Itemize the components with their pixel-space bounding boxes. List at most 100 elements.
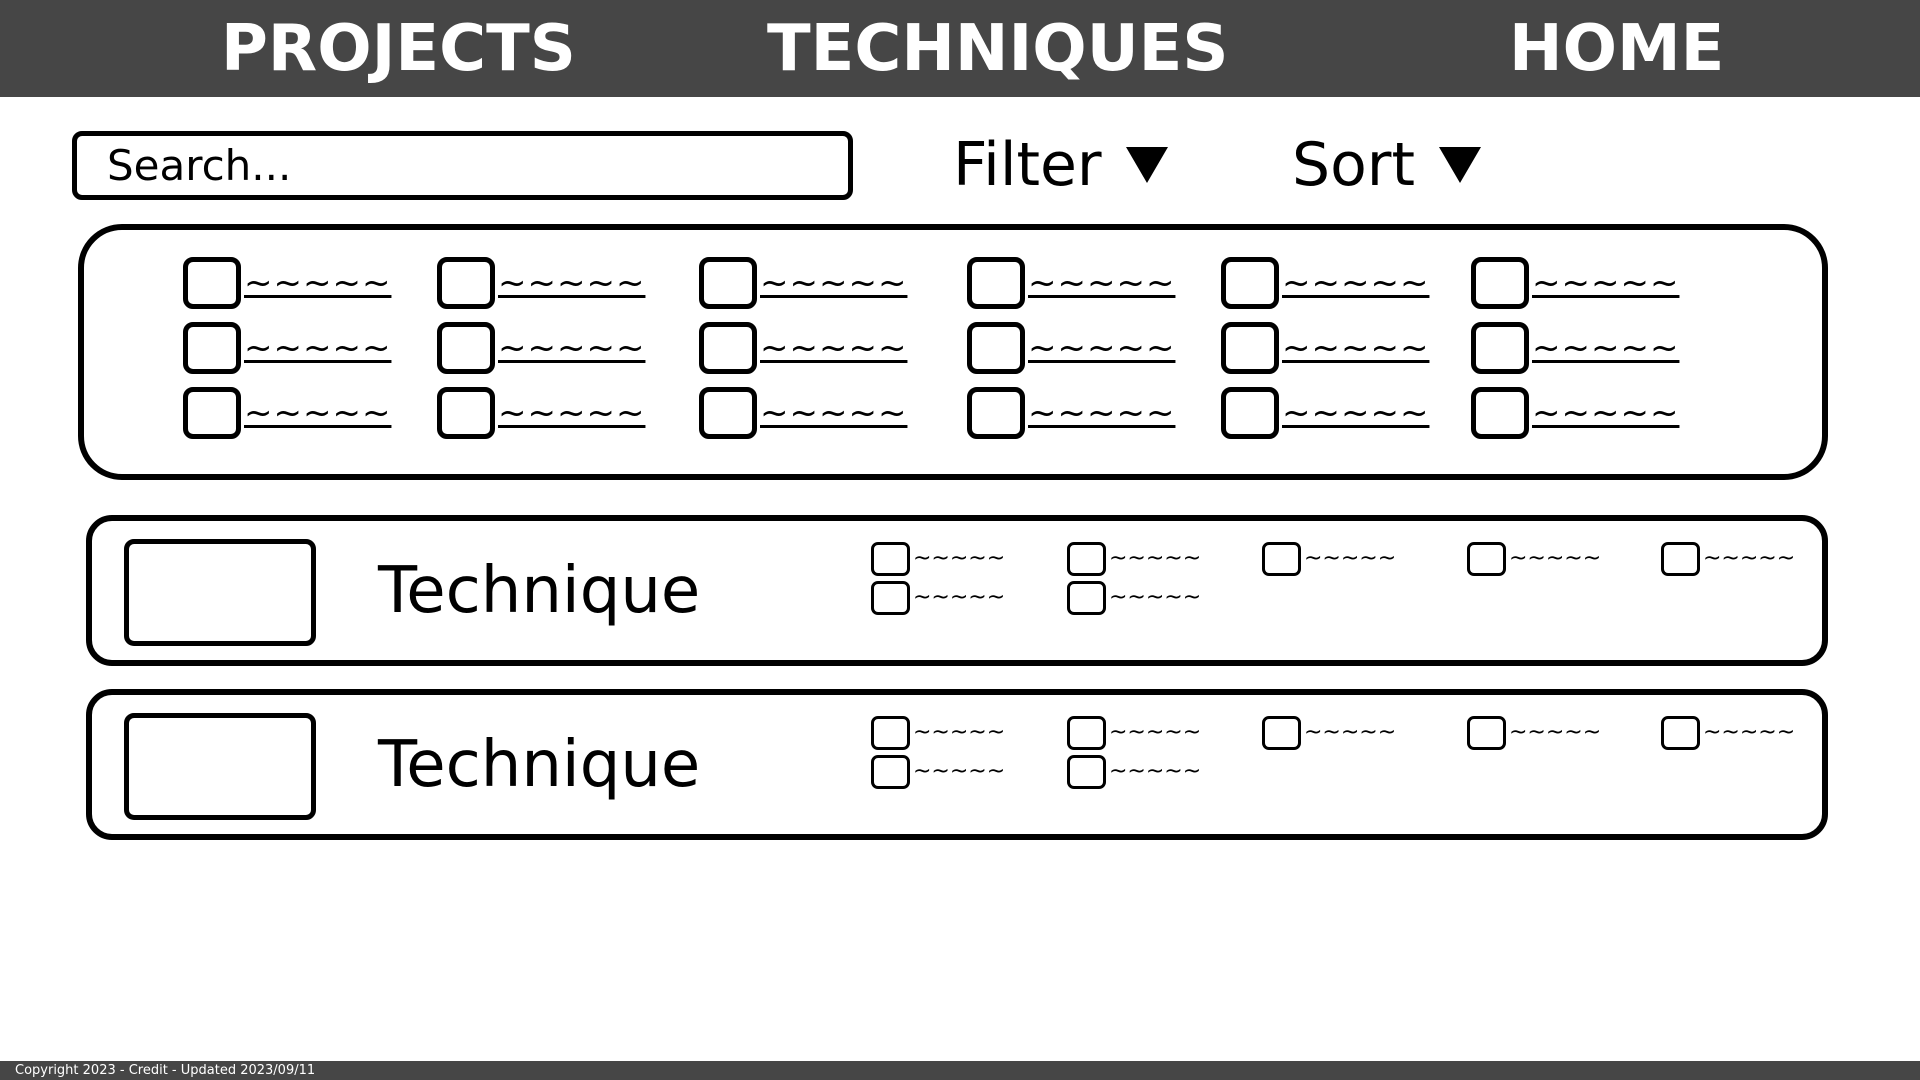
filter-option-label: ~~~~~ <box>1028 328 1176 368</box>
tag-item: ~~~~~ <box>1467 715 1661 751</box>
filter-option[interactable]: ~~~~~ <box>1221 387 1471 439</box>
tag-label: ~~~~~ <box>1509 720 1602 745</box>
technique-card[interactable]: Technique ~~~~~ ~~~~~ ~~~~~ ~~~~~ ~~~~~ … <box>86 689 1828 840</box>
filter-option-label: ~~~~~ <box>760 328 908 368</box>
checkbox-icon[interactable] <box>1471 322 1529 374</box>
checkbox-icon[interactable] <box>437 322 495 374</box>
checkbox-icon[interactable] <box>437 387 495 439</box>
filter-option[interactable]: ~~~~~ <box>437 322 699 374</box>
checkbox-icon <box>1067 542 1106 576</box>
filter-option-label: ~~~~~ <box>498 393 646 433</box>
technique-card[interactable]: Technique ~~~~~ ~~~~~ ~~~~~ ~~~~~ ~~~~~ … <box>86 515 1828 666</box>
filter-option[interactable]: ~~~~~ <box>1471 387 1678 439</box>
technique-tags: ~~~~~ ~~~~~ ~~~~~ ~~~~~ ~~~~~ ~~~~~ ~~~~… <box>871 541 1801 619</box>
filter-option-label: ~~~~~ <box>760 393 908 433</box>
checkbox-icon <box>1067 716 1106 750</box>
filter-option-label: ~~~~~ <box>244 263 392 303</box>
filter-option[interactable]: ~~~~~ <box>1221 257 1471 309</box>
checkbox-icon[interactable] <box>967 387 1025 439</box>
image-placeholder-icon <box>124 539 316 646</box>
filter-option[interactable]: ~~~~~ <box>1471 257 1678 309</box>
filter-option-label: ~~~~~ <box>244 328 392 368</box>
sort-dropdown[interactable]: Sort <box>1292 125 1481 205</box>
nav-home[interactable]: HOME <box>1509 12 1725 86</box>
tag-item: ~~~~~ <box>1661 541 1801 577</box>
checkbox-icon[interactable] <box>699 387 757 439</box>
filter-option[interactable]: ~~~~~ <box>437 257 699 309</box>
checkbox-icon[interactable] <box>1471 387 1529 439</box>
tag-item: ~~~~~ <box>871 541 1067 577</box>
filter-option[interactable]: ~~~~~ <box>967 322 1221 374</box>
caret-down-icon <box>1439 147 1481 183</box>
tag-item: ~~~~~ <box>871 754 1067 790</box>
nav-projects[interactable]: PROJECTS <box>221 12 576 86</box>
filter-option[interactable]: ~~~~~ <box>183 387 437 439</box>
checkbox-icon[interactable] <box>1221 322 1279 374</box>
filter-option-label: ~~~~~ <box>760 263 908 303</box>
filter-dropdown[interactable]: Filter <box>953 125 1168 205</box>
technique-title: Technique <box>378 554 701 628</box>
tag-item: ~~~~~ <box>1067 715 1262 751</box>
filter-option[interactable]: ~~~~~ <box>699 257 967 309</box>
checkbox-icon <box>871 755 910 789</box>
checkbox-icon <box>1262 542 1301 576</box>
tag-item: ~~~~~ <box>1067 541 1262 577</box>
checkbox-icon <box>1467 716 1506 750</box>
footer: Copyright 2023 - Credit - Updated 2023/0… <box>0 1061 1920 1080</box>
tag-label: ~~~~~ <box>1304 720 1397 745</box>
tag-label: ~~~~~ <box>1109 720 1202 745</box>
image-placeholder-icon <box>124 713 316 820</box>
checkbox-icon <box>871 716 910 750</box>
tag-item: ~~~~~ <box>871 715 1067 751</box>
filter-option-label: ~~~~~ <box>1532 263 1680 303</box>
filter-label: Filter <box>953 130 1102 200</box>
checkbox-icon[interactable] <box>1221 257 1279 309</box>
tag-item: ~~~~~ <box>1262 715 1467 751</box>
filter-option[interactable]: ~~~~~ <box>967 387 1221 439</box>
checkbox-icon[interactable] <box>1471 257 1529 309</box>
checkbox-icon[interactable] <box>967 322 1025 374</box>
top-nav: PROJECTS TECHNIQUES HOME <box>0 0 1920 97</box>
checkbox-icon[interactable] <box>699 322 757 374</box>
checkbox-icon[interactable] <box>1221 387 1279 439</box>
search-input[interactable] <box>72 131 853 200</box>
checkbox-icon <box>1067 581 1106 615</box>
filter-option[interactable]: ~~~~~ <box>1471 322 1678 374</box>
filter-option-label: ~~~~~ <box>1028 263 1176 303</box>
tag-label: ~~~~~ <box>913 585 1006 610</box>
tag-label: ~~~~~ <box>913 759 1006 784</box>
tag-item: ~~~~~ <box>1067 580 1262 616</box>
filter-option[interactable]: ~~~~~ <box>183 257 437 309</box>
filter-option-label: ~~~~~ <box>1532 328 1680 368</box>
checkbox-icon[interactable] <box>967 257 1025 309</box>
checkbox-icon[interactable] <box>183 387 241 439</box>
checkbox-icon[interactable] <box>183 257 241 309</box>
checkbox-icon[interactable] <box>437 257 495 309</box>
checkbox-icon <box>1067 755 1106 789</box>
filter-option-label: ~~~~~ <box>1028 393 1176 433</box>
tag-label: ~~~~~ <box>913 720 1006 745</box>
filter-option[interactable]: ~~~~~ <box>699 387 967 439</box>
checkbox-icon <box>871 542 910 576</box>
tag-label: ~~~~~ <box>1703 546 1796 571</box>
checkbox-icon[interactable] <box>183 322 241 374</box>
filter-option[interactable]: ~~~~~ <box>1221 322 1471 374</box>
sort-label: Sort <box>1292 130 1415 200</box>
tag-label: ~~~~~ <box>1109 759 1202 784</box>
technique-title: Technique <box>378 728 701 802</box>
tag-label: ~~~~~ <box>1109 546 1202 571</box>
checkbox-icon <box>871 581 910 615</box>
tag-item: ~~~~~ <box>1661 715 1801 751</box>
filter-option[interactable]: ~~~~~ <box>183 322 437 374</box>
nav-techniques[interactable]: TECHNIQUES <box>767 12 1229 86</box>
filter-option-label: ~~~~~ <box>1532 393 1680 433</box>
caret-down-icon <box>1125 147 1168 183</box>
filter-option-label: ~~~~~ <box>498 328 646 368</box>
filter-option[interactable]: ~~~~~ <box>699 322 967 374</box>
tag-label: ~~~~~ <box>1304 546 1397 571</box>
tag-label: ~~~~~ <box>1109 585 1202 610</box>
checkbox-icon <box>1262 716 1301 750</box>
checkbox-icon[interactable] <box>699 257 757 309</box>
filter-option[interactable]: ~~~~~ <box>967 257 1221 309</box>
filter-option[interactable]: ~~~~~ <box>437 387 699 439</box>
